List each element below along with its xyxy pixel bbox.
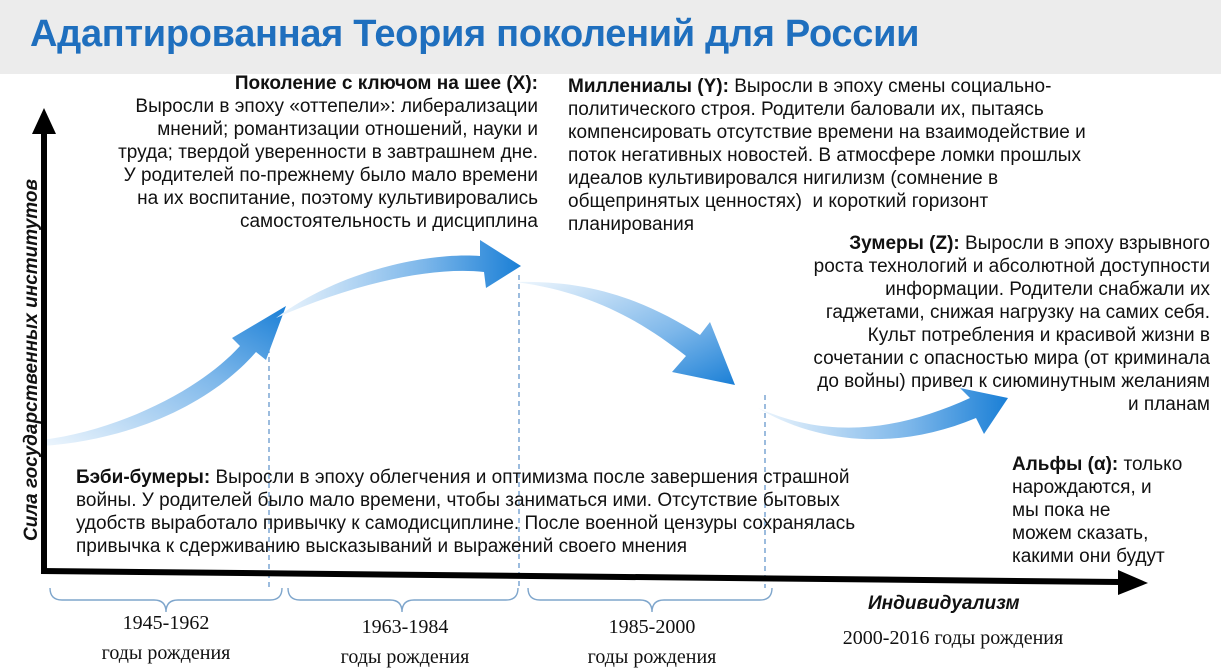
generation-x-line: У родителей по-прежнему было мало времен… [123,165,538,186]
arrow-boomers [42,306,286,446]
millennials-first-line: Миллениалы (Y): Выросли в эпоху смены со… [568,76,1052,97]
boomers-line: войны. У родителей было мало времени, чт… [76,490,840,511]
millennials-line: поток негативных новостей. В атмосфере л… [568,145,1081,166]
millennials-line: общепринятых ценностях) и короткий гориз… [568,191,989,212]
zoomers-heading: Зумеры (Z): [849,233,960,254]
brace-3 [527,587,773,613]
alpha-line: нарождаются, и [1012,477,1152,498]
zoomers-first-line: Зумеры (Z): Выросли в эпоху взрывного [849,233,1210,254]
x-axis-arrowhead [1118,570,1148,595]
generation-x-block: Поколение с ключом на шее (X): Выросли в… [60,72,538,233]
period-caption: годы рождения [587,646,717,668]
zoomers-line: роста технологий и абсолютной доступност… [813,256,1210,277]
zoomers-line: и планам [1128,394,1210,415]
boomers-heading: Бэби-бумеры: [76,467,211,488]
boomers-first-line: Бэби-бумеры: Выросли в эпоху облегчения … [76,467,850,488]
period-years: 2000-2016 годы рождения [842,627,1064,649]
alpha-line: можем сказать, [1012,523,1149,544]
alpha-line: какими они будут [1012,546,1165,567]
brace-2 [287,587,519,613]
zoomers-line: сочетании с опасностью мира (от криминал… [813,348,1210,369]
x-axis-label: Индивидуализм [868,593,1020,614]
period-caption: годы рождения [101,642,231,664]
alpha-block: Альфы (α): только нарождаются, и мы пока… [1012,453,1217,568]
millennials-line: политического строя. Родители баловали и… [568,99,1044,120]
title-bar [0,0,1221,74]
millennials-line: идеалов культивировался нигилизм (сомнен… [568,168,999,189]
period-label-1945: 1945-1962 годы рождения [66,608,266,668]
millennials-line: планирования [568,214,695,235]
boomers-block: Бэби-бумеры: Выросли в эпоху облегчения … [76,466,976,558]
millennials-heading: Миллениалы (Y): [568,76,729,97]
arrow-generation-x [276,240,521,318]
zoomers-line: информации. Родители снабжали их [885,279,1210,300]
y-axis-label: Сила государственных институтов [21,179,42,541]
generation-x-line: самостоятельность и дисциплина [239,211,538,232]
period-years: 1985-2000 [608,616,696,638]
boomers-line: удобств выработало привычку к самодисцип… [76,513,856,534]
period-separators [268,275,766,588]
generation-x-heading: Поколение с ключом на шее (X): [234,73,538,94]
generation-x-line: труда; твердой уверенности в завтрашнем … [118,142,538,163]
page-title: Адаптированная Теория поколений для Росс… [30,13,920,55]
zoomers-line: Культ потребления и красивой жизни в [867,325,1210,346]
zoomers-line: до войны) привел к сиюминутным желаниям [817,371,1210,392]
zoomers-line: гаджетами, снижая нагрузку на самих себя… [825,302,1210,323]
period-braces [49,587,773,613]
arrow-millennials [516,281,735,385]
period-label-1985: 1985-2000 годы рождения [552,612,752,672]
alpha-heading: Альфы (α): [1012,454,1119,475]
arrow-zoomers [758,388,1008,440]
period-label-2000: 2000-2016 годы рождения [808,623,1098,653]
period-years: 1945-1962 [122,612,210,634]
millennials-block: Миллениалы (Y): Выросли в эпоху смены со… [568,75,1188,236]
generation-x-line: мнений; романтизации отношений, науки и [157,119,538,140]
zoomers-block: Зумеры (Z): Выросли в эпоху взрывного ро… [720,232,1210,416]
generation-x-line: на их воспитание, поэтому культивировали… [137,188,538,209]
boomers-line: привычка к сдерживанию высказываний и вы… [76,536,687,557]
millennials-line: компенсировать отсутствие времени на вза… [568,122,1086,143]
generation-x-line: Выросли в эпоху «оттепели»: либерализаци… [135,96,538,117]
period-years: 1963-1984 [361,616,449,638]
brace-1 [49,587,283,613]
alpha-first-line: Альфы (α): только [1012,454,1183,475]
period-label-1963: 1963-1984 годы рождения [305,612,505,672]
y-axis-arrowhead [32,108,56,134]
period-caption: годы рождения [340,646,470,668]
x-axis-line [40,568,1121,585]
alpha-line: мы пока не [1012,500,1111,521]
